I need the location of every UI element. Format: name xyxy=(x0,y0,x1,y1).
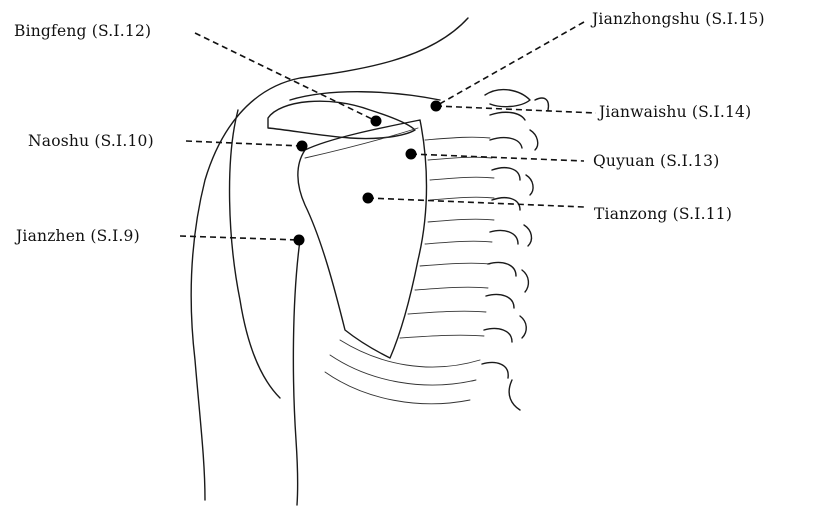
clavicle-line xyxy=(290,92,440,100)
label-jianwaishu: Jianwaishu (S.I.14) xyxy=(599,105,751,121)
point-naoshu xyxy=(297,141,308,152)
ribs xyxy=(325,137,494,404)
leader-jianzhongshu xyxy=(436,22,584,106)
acromion xyxy=(268,101,415,138)
leader-lines xyxy=(180,22,596,240)
leader-naoshu xyxy=(186,141,302,146)
label-bingfeng: Bingfeng (S.I.12) xyxy=(14,24,151,40)
point-bingfeng xyxy=(371,116,382,127)
neck-shoulder-outline xyxy=(191,18,468,500)
leader-tianzong xyxy=(368,198,584,207)
point-jianzhongshu xyxy=(431,101,442,112)
label-quyuan: Quyuan (S.I.13) xyxy=(593,154,719,170)
label-jianzhongshu: Jianzhongshu (S.I.15) xyxy=(592,12,765,28)
label-jianzhen: Jianzhen (S.I.9) xyxy=(16,229,140,245)
label-tianzong: Tianzong (S.I.11) xyxy=(594,207,732,223)
leader-bingfeng xyxy=(195,33,376,121)
point-tianzong xyxy=(363,193,374,204)
leader-jianwaishu xyxy=(436,106,596,113)
point-quyuan xyxy=(406,149,417,160)
arm-crease-line xyxy=(293,240,300,505)
spine xyxy=(482,90,548,410)
label-naoshu: Naoshu (S.I.10) xyxy=(28,134,154,150)
point-jianzhen xyxy=(294,235,305,246)
arm-inner-line xyxy=(230,110,280,398)
leader-quyuan xyxy=(411,154,584,161)
leader-jianzhen xyxy=(180,236,299,240)
acupoints xyxy=(294,101,442,246)
